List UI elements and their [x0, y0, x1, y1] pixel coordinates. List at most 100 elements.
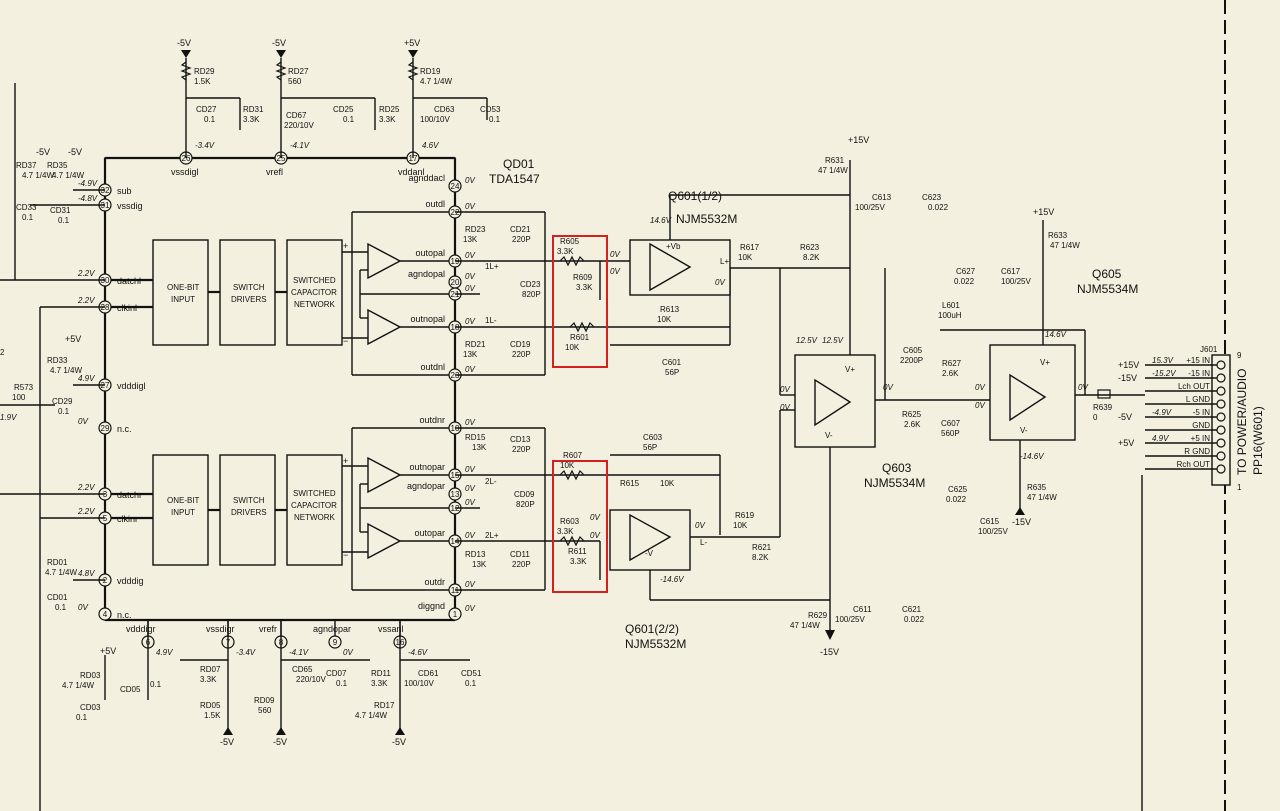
pin-voltage: -4.1V	[289, 648, 309, 657]
svg-text:100uH: 100uH	[938, 311, 962, 320]
svg-text:RD07: RD07	[200, 665, 221, 674]
svg-text:C607: C607	[941, 419, 961, 428]
svg-text:+5V: +5V	[100, 646, 116, 656]
svg-text:J601: J601	[1200, 345, 1218, 354]
connector-voltage: 4.9V	[1152, 434, 1169, 443]
svg-text:4.7 1/4W: 4.7 1/4W	[45, 568, 77, 577]
svg-text:2: 2	[0, 348, 5, 357]
pin-name: outdnr	[419, 415, 445, 425]
connector-label: +15 IN	[1186, 356, 1210, 365]
pin-voltage: -4.8V	[78, 194, 98, 203]
svg-text:R617: R617	[740, 243, 760, 252]
svg-text:-15V: -15V	[820, 647, 839, 657]
pin-voltage: 2.2V	[77, 269, 95, 278]
svg-text:RD19: RD19	[420, 67, 441, 76]
svg-text:100/25V: 100/25V	[835, 615, 865, 624]
svg-text:10K: 10K	[738, 253, 753, 262]
svg-text:820P: 820P	[516, 500, 535, 509]
pin-name: outdnl	[420, 362, 445, 372]
svg-text:220/10V: 220/10V	[284, 121, 314, 130]
svg-text:R611: R611	[568, 547, 587, 556]
svg-text:CD67: CD67	[286, 111, 307, 120]
svg-text:0V: 0V	[780, 403, 790, 412]
svg-text:0.022: 0.022	[954, 277, 975, 286]
svg-text:12.5V: 12.5V	[796, 336, 818, 345]
internal-opamp-4	[367, 522, 402, 560]
connector-pin	[1216, 464, 1226, 474]
svg-text:100/10V: 100/10V	[420, 115, 450, 124]
svg-text:0.022: 0.022	[946, 495, 967, 504]
svg-text:13K: 13K	[472, 443, 487, 452]
svg-text:V+: V+	[1040, 358, 1050, 367]
svg-text:13K: 13K	[463, 235, 478, 244]
svg-text:R605: R605	[560, 237, 580, 246]
svg-text:0V: 0V	[695, 521, 705, 530]
svg-text:3.3K: 3.3K	[570, 557, 587, 566]
svg-text:0V: 0V	[715, 278, 725, 287]
ic-part: TDA1547	[489, 172, 540, 186]
svg-text:−: −	[343, 550, 348, 560]
pin-number: 3	[103, 490, 108, 499]
svg-text:12.5V: 12.5V	[822, 336, 844, 345]
svg-text:47 1/4W: 47 1/4W	[1027, 493, 1057, 502]
svg-text:C613: C613	[872, 193, 892, 202]
connector-label: +5 IN	[1191, 434, 1211, 443]
svg-text:NJM5534M: NJM5534M	[1077, 282, 1138, 296]
svg-text:C611: C611	[853, 605, 872, 614]
svg-text:2.6K: 2.6K	[904, 420, 921, 429]
svg-text:0V: 0V	[883, 383, 893, 392]
connector-label: -15 IN	[1188, 369, 1210, 378]
pin-number: 2	[103, 576, 108, 585]
svg-text:NJM5534M: NJM5534M	[864, 476, 925, 490]
switch-drivers-left	[219, 239, 276, 346]
svg-text:3.3K: 3.3K	[371, 679, 388, 688]
svg-text:R623: R623	[800, 243, 820, 252]
svg-text:RD17: RD17	[374, 701, 395, 710]
svg-text:R615: R615	[620, 479, 640, 488]
svg-text:220/10V: 220/10V	[296, 675, 326, 684]
svg-text:+5V: +5V	[65, 334, 81, 344]
svg-text:+15V: +15V	[848, 135, 869, 145]
svg-text:0V: 0V	[590, 513, 600, 522]
pin-number: 4	[103, 610, 108, 619]
svg-text:0V: 0V	[975, 401, 985, 410]
svg-text:SWITCHED: SWITCHED	[293, 489, 336, 498]
svg-text:560: 560	[258, 706, 272, 715]
svg-text:CD53: CD53	[480, 105, 501, 114]
svg-text:3.3K: 3.3K	[243, 115, 260, 124]
svg-text:Q601(1/2): Q601(1/2)	[668, 189, 722, 203]
pin-number: 27	[101, 381, 110, 390]
svg-text:RD29: RD29	[194, 67, 215, 76]
svg-text:-14.6V: -14.6V	[1020, 452, 1044, 461]
pin-24	[448, 179, 462, 193]
connector-supply: -5V	[1118, 412, 1132, 422]
svg-text:−: −	[343, 336, 348, 346]
svg-text:R607: R607	[563, 451, 583, 460]
svg-text:CD01: CD01	[47, 593, 68, 602]
svg-text:RD03: RD03	[80, 671, 101, 680]
pin-name: vddanl	[398, 167, 425, 177]
pin-voltage: 4.9V	[156, 648, 173, 657]
svg-text:-5V: -5V	[273, 737, 287, 747]
pin-voltage: 0V	[465, 365, 475, 374]
svg-text:3.3K: 3.3K	[576, 283, 593, 292]
svg-text:+: +	[343, 241, 348, 251]
pin-name: vssanl	[378, 624, 404, 634]
svg-text:SWITCH: SWITCH	[233, 283, 265, 292]
connector-pin	[1216, 438, 1226, 448]
svg-text:2200P: 2200P	[900, 356, 923, 365]
pin-voltage: 2.2V	[77, 507, 95, 516]
pin-voltage: 0V	[465, 465, 475, 474]
supply-label: -5V	[177, 38, 191, 48]
svg-text:3.3K: 3.3K	[379, 115, 396, 124]
supply-label: -5V	[272, 38, 286, 48]
pin-name: outnopal	[410, 314, 445, 324]
pin-name: vdddigl	[117, 381, 146, 391]
pin-number: 29	[101, 424, 110, 433]
pin-29	[98, 421, 112, 435]
svg-text:ONE-BIT: ONE-BIT	[167, 283, 200, 292]
svg-text:0.1: 0.1	[336, 679, 348, 688]
svg-text:R621: R621	[752, 543, 772, 552]
